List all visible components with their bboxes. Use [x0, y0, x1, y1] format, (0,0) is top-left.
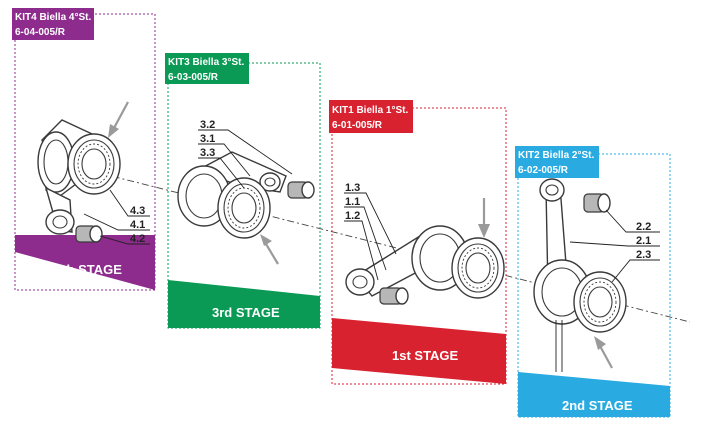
kit4-label-43: 4.3 [130, 205, 145, 217]
kit4-assembly-arrow [108, 101, 129, 138]
kit3-header [165, 53, 249, 84]
kit4-code: 6-04-005/R [15, 27, 66, 38]
kit1-connecting-rod [345, 225, 469, 297]
kit2-panel: KIT2 Biella 2°St. 6-02-005/R 2nd STAGE [515, 146, 671, 418]
kit1-stage-banner [332, 318, 506, 384]
kit3-code: 6-03-005/R [168, 72, 219, 83]
kit2-label-23: 2.3 [636, 249, 651, 261]
kit3-stage-label: 3rd STAGE [212, 305, 280, 320]
kit1-title: KIT1 Biella 1°St. [332, 105, 408, 116]
kit4-label-42: 4.2 [130, 233, 145, 245]
kit3-title: KIT3 Biella 3°St. [168, 57, 244, 68]
kit2-pin [583, 193, 611, 213]
kit2-title: KIT2 Biella 2°St. [518, 150, 594, 161]
kit1-label-11: 1.1 [345, 196, 360, 208]
kit4-callouts: 4.3 4.1 4.2 [83, 189, 150, 245]
kit1-frame [331, 107, 507, 385]
kit3-stage-banner [168, 280, 320, 328]
kit3-pin [287, 181, 315, 199]
kit4-needle-bearing [67, 133, 121, 195]
kit3-callouts: 3.2 3.1 3.3 [198, 119, 293, 189]
kit4-stage-label: 4th STAGE [55, 262, 122, 277]
kit2-stage-label: 2nd STAGE [562, 398, 633, 413]
kit4-header [12, 8, 94, 40]
kit2-assembly-arrow [594, 336, 613, 369]
kit3-needle-bearing [217, 177, 271, 239]
kit3-assembly-arrow [260, 234, 279, 265]
kit3-label-33: 3.3 [200, 147, 215, 159]
kit4-label-41: 4.1 [130, 219, 145, 231]
kit1-pin [379, 287, 409, 305]
kit3-panel: KIT3 Biella 3°St. 6-03-005/R 3rd STAGE [165, 53, 321, 329]
kit1-needle-bearing [451, 237, 505, 299]
kit2-callouts: 2.2 2.1 2.3 [569, 209, 660, 283]
kit2-label-22: 2.2 [636, 221, 651, 233]
kit1-panel: KIT1 Biella 1°St. 6-01-005/R 1st STAGE [329, 100, 507, 385]
kit3-label-32: 3.2 [200, 119, 215, 131]
kit2-connecting-rod [533, 178, 591, 372]
kit1-header [329, 100, 413, 133]
kit4-panel: KIT4 Biella 4°St. 6-04-005/R 4th STAGE [12, 8, 156, 291]
kit2-code: 6-02-005/R [518, 165, 569, 176]
kit3-label-31: 3.1 [200, 133, 215, 145]
kit2-header [515, 146, 599, 178]
kit1-assembly-arrow [478, 198, 490, 238]
kit1-label-13: 1.3 [345, 182, 360, 194]
kit4-stage-banner [15, 235, 155, 290]
kit2-stage-banner-body [518, 372, 670, 417]
kit2-label-21: 2.1 [636, 235, 651, 247]
kit1-label-12: 1.2 [345, 210, 360, 222]
kit2-needle-bearing [573, 271, 627, 333]
kit4-pin [75, 225, 103, 243]
kit1-callouts: 1.3 1.1 1.2 [344, 182, 397, 281]
kit1-code: 6-01-005/R [332, 120, 383, 131]
kit4-title: KIT4 Biella 4°St. [15, 12, 91, 23]
kit1-stage-label: 1st STAGE [392, 348, 459, 363]
